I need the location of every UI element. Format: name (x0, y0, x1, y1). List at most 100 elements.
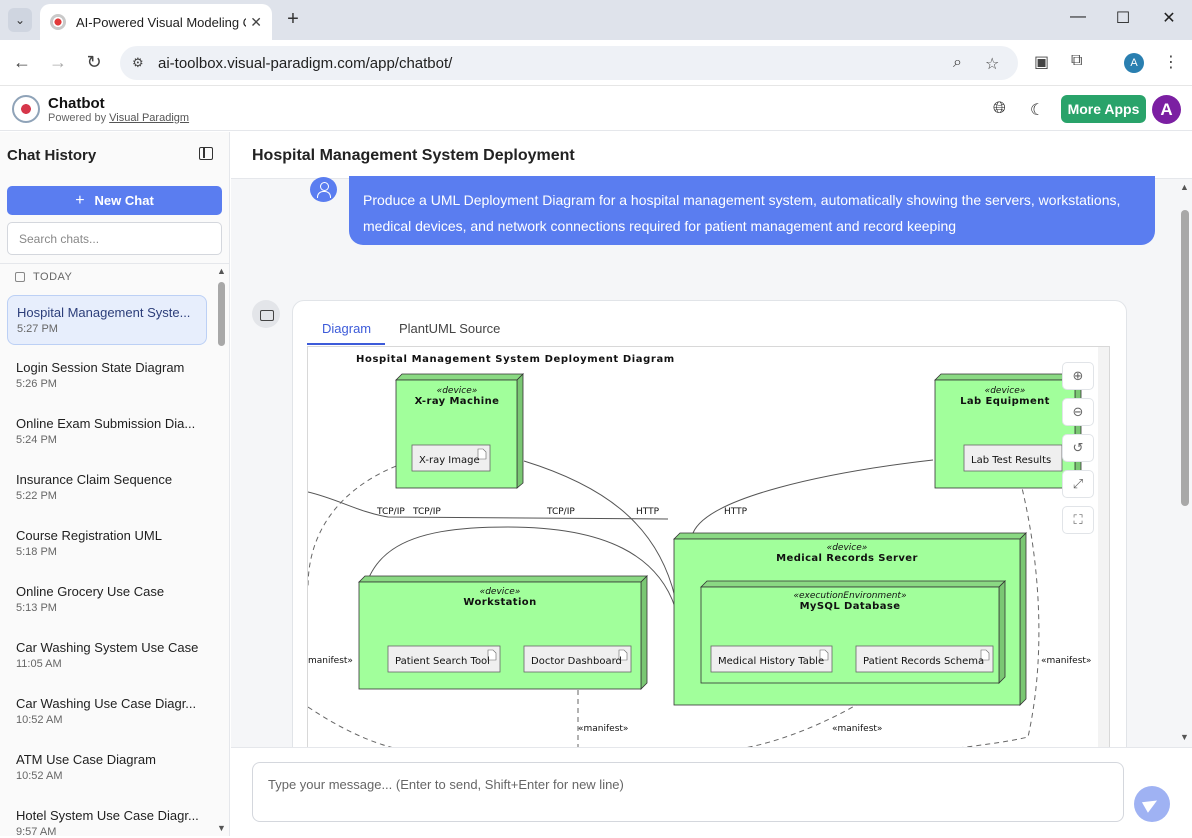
artifact-lab-test-results[interactable]: Lab Test Results (963, 444, 1063, 472)
fit-screen-icon[interactable]: ⤢ (1062, 470, 1094, 498)
group-label-text: TODAY (33, 271, 73, 283)
connection-label-tcpip: TCP/IP (546, 507, 575, 517)
manifest-label: «manifest» (578, 724, 628, 734)
sidebar-scroll-thumb[interactable] (218, 282, 225, 346)
deployment-diagram[interactable]: Hospital Management System Deployment Di… (307, 346, 1110, 748)
diagram-scrollbar[interactable] (1098, 347, 1110, 748)
visual-paradigm-logo-icon (12, 95, 40, 123)
dark-mode-moon-icon[interactable]: ☾ (1030, 102, 1045, 119)
chat-item-title: Car Washing System Use Case (16, 640, 199, 655)
url-text: ai-toolbox.visual-paradigm.com/app/chatb… (158, 54, 453, 72)
chat-item[interactable]: Online Grocery Use Case 5:13 PM (7, 575, 207, 625)
artifact-document-icon (477, 448, 487, 460)
user-message-bubble: Produce a UML Deployment Diagram for a h… (349, 176, 1155, 245)
chat-item-time: 9:57 AM (16, 826, 57, 838)
new-chat-label: New Chat (94, 193, 154, 208)
reset-zoom-icon[interactable]: ↺ (1062, 434, 1094, 462)
extensions-puzzle-icon[interactable]: ⧉ (1071, 52, 1083, 69)
chat-item[interactable]: Insurance Claim Sequence 5:22 PM (7, 463, 207, 513)
new-chat-button[interactable]: + New Chat (7, 186, 222, 215)
stereotype-label: «device» (437, 386, 478, 396)
tab-diagram[interactable]: Diagram (322, 321, 372, 336)
scroll-down-icon[interactable]: ▼ (217, 823, 226, 833)
chat-item-time: 10:52 AM (16, 714, 63, 726)
artifact-medical-history-table[interactable]: Medical History Table (710, 645, 833, 673)
artifact-patient-records-schema[interactable]: Patient Records Schema (855, 645, 994, 673)
artifact-doctor-dashboard[interactable]: Doctor Dashboard (523, 645, 632, 673)
stereotype-label: «device» (985, 386, 1026, 396)
browser-profile-avatar[interactable]: A (1124, 53, 1144, 73)
artifact-label: Patient Search Tool (395, 656, 490, 667)
browser-menu-icon[interactable]: ⋮ (1163, 54, 1179, 71)
extension-icon[interactable]: ▣ (1034, 54, 1050, 71)
tab-close-icon[interactable]: ✕ (250, 13, 262, 30)
minimize-icon[interactable]: — (1070, 8, 1086, 25)
sidebar-divider (0, 263, 229, 264)
node-xray-machine[interactable]: «device» X-ray Machine (395, 373, 524, 489)
artifact-label: X-ray Image (419, 455, 480, 466)
main-scrollbar[interactable]: ▲ ▼ (1178, 180, 1192, 746)
chat-item-time: 5:22 PM (16, 490, 57, 502)
chat-item-title: Login Session State Diagram (16, 360, 185, 375)
address-bar[interactable]: ⚙ ai-toolbox.visual-paradigm.com/app/cha… (120, 46, 1018, 80)
manifest-label: «manifest» (1041, 656, 1091, 666)
stereotype-label: «executionEnvironment» (793, 591, 906, 601)
chat-item[interactable]: Hospital Management Syste... 5:27 PM (7, 295, 207, 345)
artifact-label: Medical History Table (718, 656, 824, 667)
fullscreen-icon[interactable]: ⛶ (1062, 506, 1094, 534)
window-close-icon[interactable]: ✕ (1162, 10, 1176, 27)
more-apps-button[interactable]: More Apps (1061, 95, 1146, 123)
sidebar-scrollbar[interactable]: ▲ ▼ (217, 266, 227, 836)
chat-item[interactable]: Course Registration UML 5:18 PM (7, 519, 207, 569)
connection-label-tcpip: TCP/IP (376, 507, 405, 517)
reload-icon[interactable]: ↻ (86, 52, 102, 72)
search-chats-input[interactable] (7, 222, 222, 255)
artifact-document-icon (819, 649, 829, 661)
scroll-down-icon[interactable]: ▼ (1180, 732, 1189, 742)
chat-item[interactable]: Login Session State Diagram 5:26 PM (7, 351, 207, 401)
visual-paradigm-link[interactable]: Visual Paradigm (109, 112, 190, 124)
user-avatar[interactable]: A (1152, 95, 1181, 124)
sidebar-toggle-icon[interactable] (199, 147, 213, 160)
chat-item-title: Online Exam Submission Dia... (16, 416, 196, 431)
connection-label-http: HTTP (636, 507, 660, 517)
artifact-xray-image[interactable]: X-ray Image (411, 444, 491, 472)
message-input[interactable] (252, 762, 1124, 822)
node-title: Medical Records Server (776, 553, 918, 564)
main-scroll-thumb[interactable] (1181, 210, 1189, 506)
node-title: Workstation (463, 597, 536, 608)
plus-icon: + (75, 191, 85, 209)
zoom-in-icon[interactable]: ⊕ (1062, 362, 1094, 390)
chat-item[interactable]: ATM Use Case Diagram 10:52 AM (7, 743, 207, 793)
chat-item-title: Hotel System Use Case Diagr... (16, 808, 199, 823)
back-icon[interactable]: ← (13, 52, 31, 72)
chat-item[interactable]: Online Exam Submission Dia... 5:24 PM (7, 407, 207, 457)
site-info-icon[interactable]: ⚙ (132, 55, 144, 70)
artifact-patient-search-tool[interactable]: Patient Search Tool (387, 645, 501, 673)
zoom-out-icon[interactable]: ⊖ (1062, 398, 1094, 426)
chat-item-title: ATM Use Case Diagram (16, 752, 156, 767)
tab-plantuml-source[interactable]: PlantUML Source (399, 321, 501, 336)
language-globe-icon[interactable]: 🌐︎ (993, 100, 1006, 117)
chat-item-time: 5:18 PM (16, 546, 57, 558)
new-tab-icon[interactable]: + (287, 8, 299, 30)
connection-label-http: HTTP (724, 507, 748, 517)
bookmark-star-icon[interactable]: ☆ (985, 56, 1000, 73)
tab-search-dropdown-icon[interactable]: ⌄ (8, 8, 32, 32)
node-title: MySQL Database (800, 601, 901, 612)
browser-tab[interactable]: AI-Powered Visual Modeling Ch ✕ (40, 4, 272, 40)
site-favicon-icon (50, 14, 66, 30)
powered-by: Powered by Visual Paradigm (48, 112, 189, 124)
chat-item-title: Course Registration UML (16, 528, 162, 543)
zoom-icon[interactable]: ⌕ (953, 54, 962, 71)
forward-icon[interactable]: → (49, 52, 67, 72)
chat-item-time: 11:05 AM (16, 658, 62, 670)
maximize-icon[interactable]: ☐ (1115, 10, 1131, 27)
app-header (0, 87, 1192, 131)
scroll-up-icon[interactable]: ▲ (1180, 182, 1189, 192)
chat-item[interactable]: Car Washing System Use Case 11:05 AM (7, 631, 207, 681)
send-button[interactable] (1134, 786, 1170, 822)
chat-item[interactable]: Hotel System Use Case Diagr... 9:57 AM (7, 799, 207, 838)
scroll-up-icon[interactable]: ▲ (217, 266, 226, 276)
chat-item[interactable]: Car Washing Use Case Diagr... 10:52 AM (7, 687, 207, 737)
